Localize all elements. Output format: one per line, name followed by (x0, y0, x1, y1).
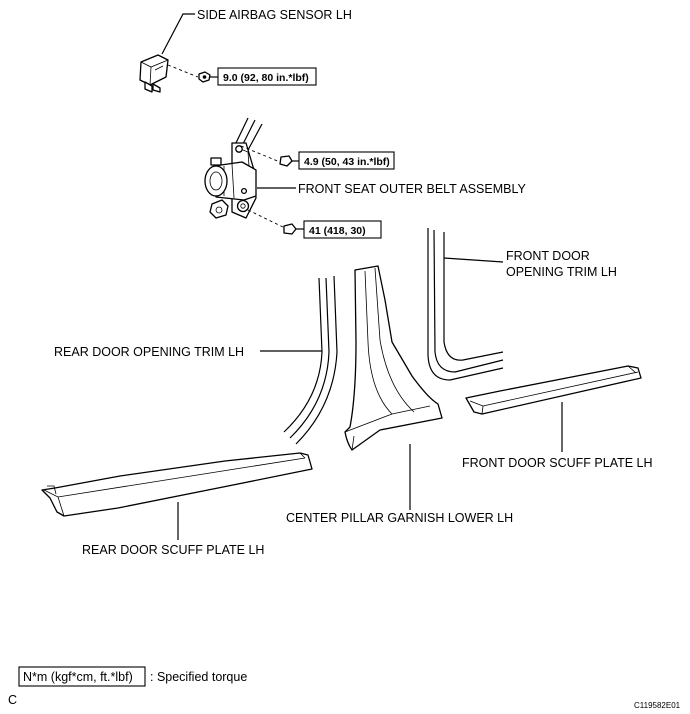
label-center-pillar-garnish: CENTER PILLAR GARNISH LOWER LH (286, 511, 513, 525)
sensor-torque-box (217, 67, 317, 86)
front-trim-label-leader (443, 257, 504, 263)
sensor-label-leader (161, 13, 195, 55)
rear-door-opening-trim (283, 275, 338, 445)
legend-description: : Specified torque (150, 670, 247, 684)
lower-torque-box (303, 220, 382, 239)
upper-torque-value: 4.9 (50, 43 in.*lbf) (304, 156, 390, 168)
seat-belt-retractor (204, 117, 263, 219)
lower-torque-value: 41 (418, 30) (309, 225, 366, 237)
label-rear-door-opening-trim: REAR DOOR OPENING TRIM LH (54, 345, 244, 359)
sensor-nut (198, 71, 211, 83)
front-door-scuff-plate (465, 365, 642, 415)
rear-door-scuff-plate (41, 452, 313, 517)
figure-code: C119582E01 (634, 701, 681, 710)
label-front-door-scuff-plate: FRONT DOOR SCUFF PLATE LH (462, 456, 653, 470)
belt-lower-bolt (283, 223, 297, 235)
sensor-torque-value: 9.0 (92, 80 in.*lbf) (223, 72, 309, 84)
side-airbag-sensor (139, 54, 169, 93)
sensor-nut-leader (167, 64, 199, 78)
label-rear-door-scuff-plate: REAR DOOR SCUFF PLATE LH (82, 543, 264, 557)
label-side-airbag-sensor: SIDE AIRBAG SENSOR LH (197, 8, 352, 22)
legend-unit-box (18, 666, 146, 687)
upper-torque-box (298, 151, 395, 170)
footer-letter: C (8, 693, 17, 707)
upper-bolt-leader (240, 145, 281, 163)
legend-unit-text: N*m (kgf*cm, ft.*lbf) (23, 670, 133, 684)
belt-upper-bolt (279, 155, 293, 167)
label-front-door-opening-trim-1: FRONT DOOR (506, 249, 590, 263)
label-front-door-opening-trim-2: OPENING TRIM LH (506, 265, 617, 279)
lower-bolt-leader (247, 209, 284, 228)
label-front-seat-outer-belt: FRONT SEAT OUTER BELT ASSEMBLY (298, 182, 527, 196)
front-door-opening-trim (427, 228, 504, 381)
center-pillar-garnish (344, 265, 443, 451)
